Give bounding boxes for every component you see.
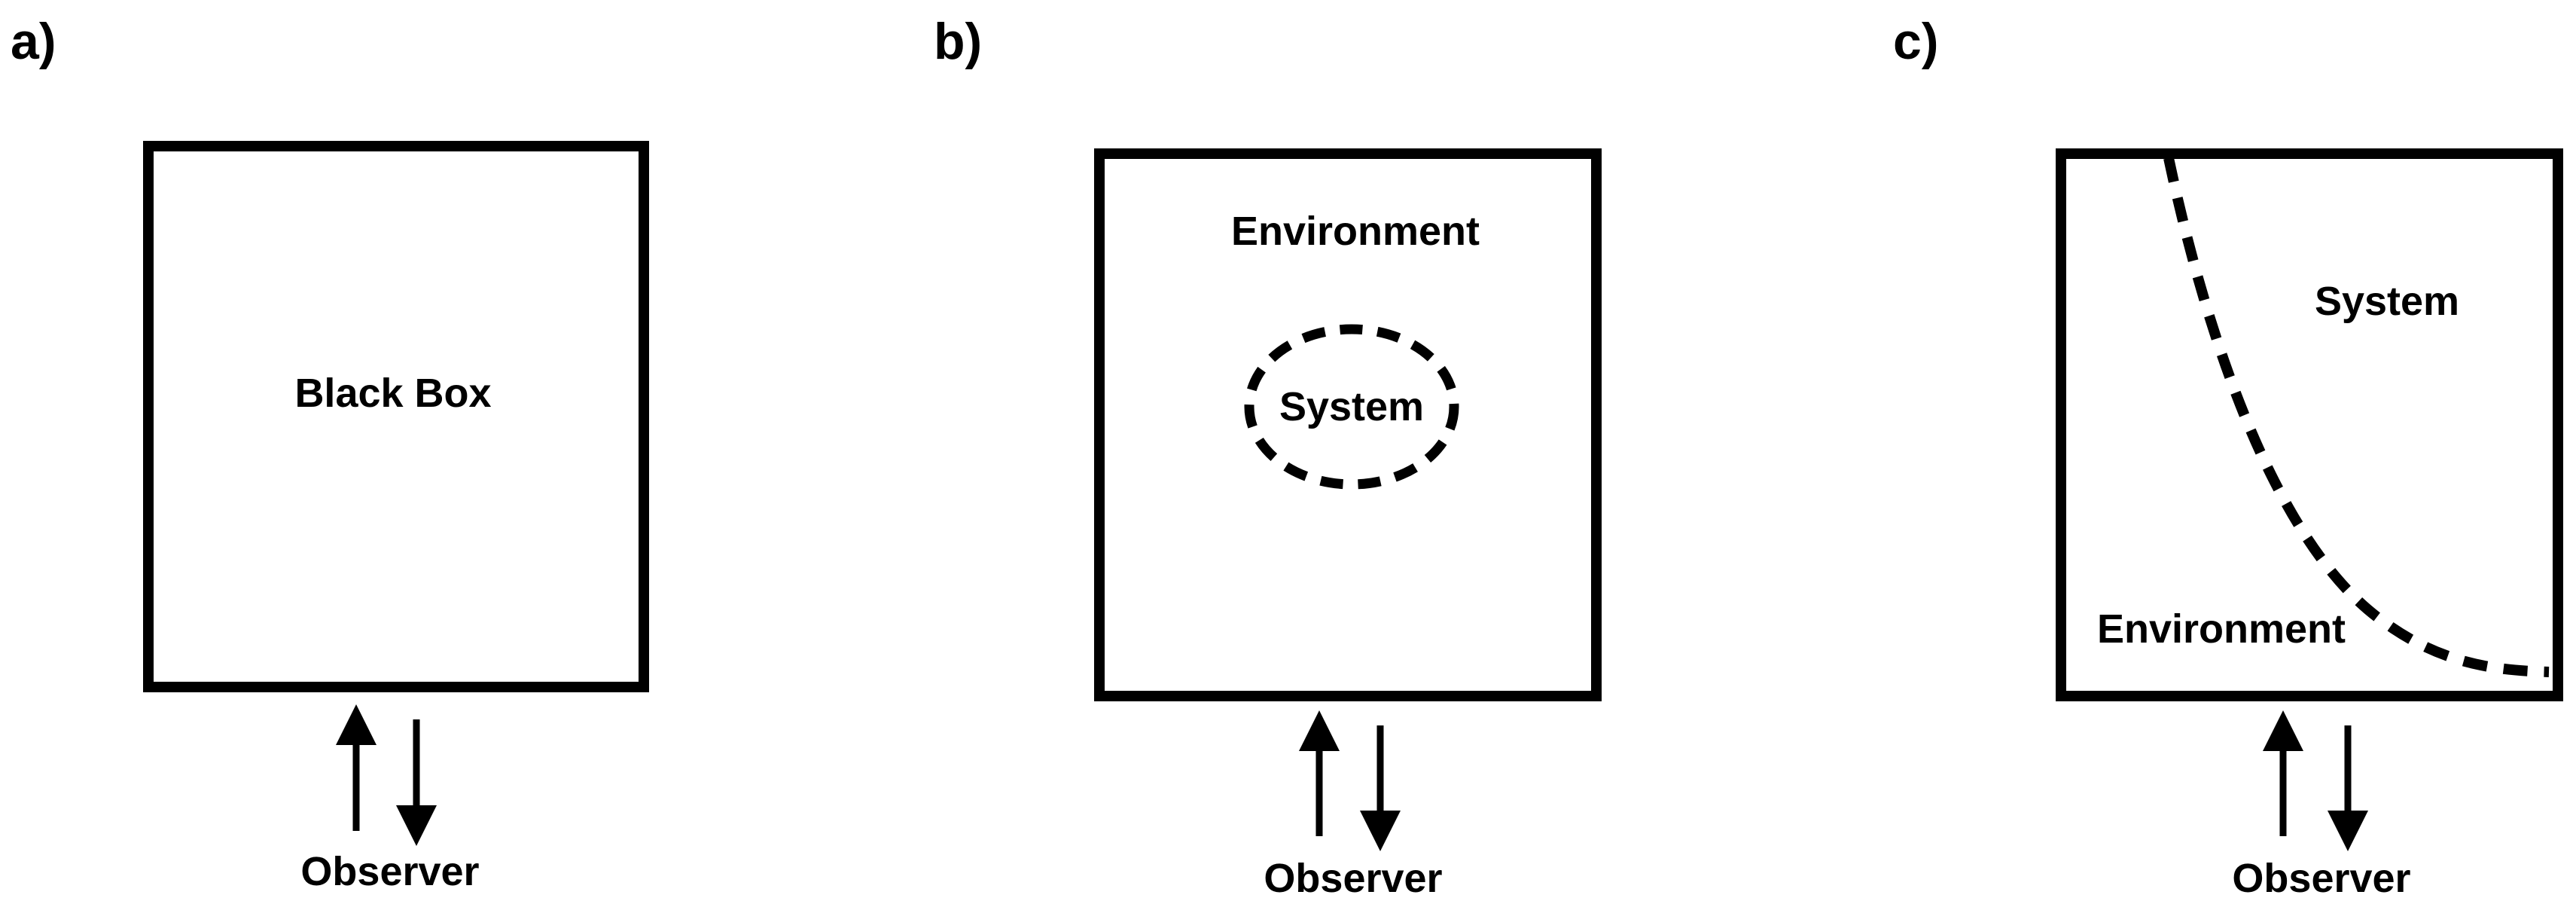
system-boundary-ellipse xyxy=(1244,324,1459,490)
panel-tag-a: a) xyxy=(11,13,56,70)
system-boundary-curve xyxy=(2163,157,2550,677)
observer-label-b: Observer xyxy=(1264,856,1442,901)
environment-box-c xyxy=(2056,148,2563,701)
panel-a: a) Black Box Observer xyxy=(11,13,649,894)
environment-label-c: Environment xyxy=(2097,606,2346,652)
panel-tag-c: c) xyxy=(1893,13,1938,70)
black-box-label: Black Box xyxy=(294,371,491,416)
system-label-c: System xyxy=(2315,279,2459,324)
observer-label-c: Observer xyxy=(2232,856,2410,901)
system-label-b: System xyxy=(1279,384,1424,429)
panel-c: c) System Environment Observer xyxy=(1893,13,2563,901)
observer-label-a: Observer xyxy=(300,849,479,894)
black-box-frame xyxy=(143,141,649,692)
environment-label-b: Environment xyxy=(1231,209,1480,254)
environment-box-b xyxy=(1094,148,1602,701)
panel-tag-b: b) xyxy=(934,13,982,70)
panel-b: b) Environment System Observer xyxy=(934,13,1602,901)
